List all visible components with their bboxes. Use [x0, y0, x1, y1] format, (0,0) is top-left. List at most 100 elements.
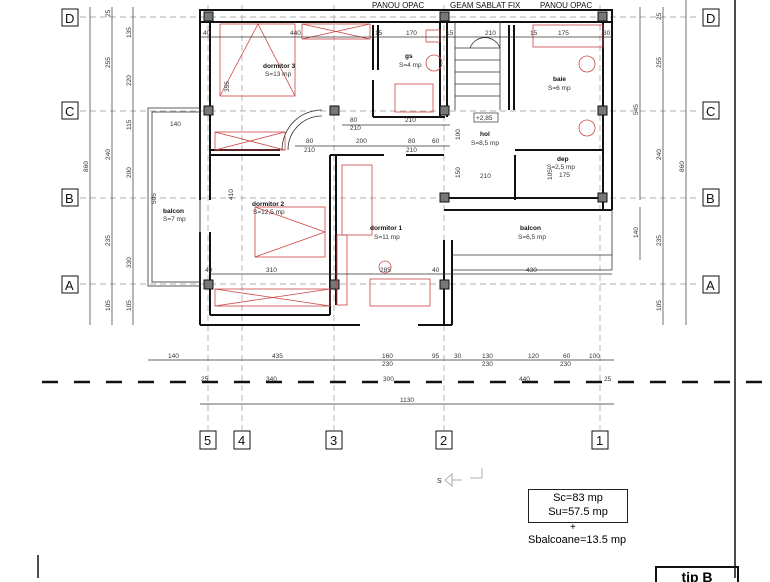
label-panou-opac-right: PANOU OPAC — [540, 1, 592, 10]
dim-text: 80 — [306, 138, 314, 145]
room-name: balcon — [163, 208, 184, 215]
grid-label-4: 4 — [238, 433, 245, 448]
dim-text: 30 — [603, 30, 611, 37]
dim-text: 210 — [350, 125, 361, 132]
dim-text: 310 — [266, 267, 277, 274]
grid-label-c-left: C — [65, 104, 74, 119]
dim-text: 120 — [528, 353, 539, 360]
room-area: S=8,5 mp — [471, 140, 499, 147]
balcony-right — [452, 210, 613, 271]
dim-text: 15 — [375, 30, 383, 37]
dim-text: 220 — [126, 75, 133, 86]
room-name: balcon — [520, 225, 541, 232]
dim-text: 40 — [203, 30, 211, 37]
dim-text: 235 — [656, 235, 663, 246]
room-name: dormitor 2 — [252, 201, 285, 208]
dim-text: 210 — [304, 147, 315, 154]
columns — [203, 11, 608, 290]
dim-text: 25 — [604, 376, 612, 383]
dim-text: 175 — [558, 30, 569, 37]
dim-text: 340 — [266, 376, 277, 383]
staircase — [454, 22, 501, 110]
dim-text: 40 — [432, 267, 440, 274]
dim-text: 200 — [126, 167, 133, 178]
dim-text: 80 — [350, 117, 358, 124]
dim-text: 105 — [547, 169, 554, 180]
dim-text: 130 — [482, 353, 493, 360]
room-name: baie — [553, 76, 566, 83]
room-name: gs — [405, 53, 413, 60]
room-area: S=12,5 mp — [253, 209, 285, 216]
dim-text: 105 — [656, 300, 663, 311]
dim-text: 15 — [530, 30, 538, 37]
area-summary-box: Sc=83 mp Su=57.5 mp — [528, 489, 628, 523]
dim-text: 15 — [446, 30, 454, 37]
grid-col-labels: 5 4 3 2 1 — [199, 430, 609, 450]
bottom-dimensions: 140 435 160 230 95 30 130 230 120 60 230… — [42, 353, 770, 405]
dim-text: 170 — [406, 30, 417, 37]
dim-text: 230 — [482, 361, 493, 368]
room-area: S=6 mp — [548, 85, 571, 92]
grid-label-3: 3 — [330, 433, 337, 448]
dim-text: 100 — [455, 129, 462, 140]
dim-text: 230 — [382, 361, 393, 368]
grid-row-labels: D C B A D C B A — [61, 8, 720, 294]
dim-text: 80 — [408, 138, 416, 145]
dim-text: 150 — [455, 167, 462, 178]
dim-text: 25 — [201, 376, 209, 383]
grid-label-2: 2 — [440, 433, 447, 448]
dim-text: 1130 — [400, 397, 414, 404]
grid-label-b-left: B — [65, 191, 74, 206]
label-geam-sablat: GEAM SABLAT FIX — [450, 1, 521, 10]
grid-label-d-right: D — [706, 11, 715, 26]
dim-text: 105 — [126, 300, 133, 311]
dim-text: 95 — [432, 353, 440, 360]
dim-text: 60 — [432, 138, 440, 145]
grid-label-c-right: C — [706, 104, 715, 119]
dim-text: 300 — [383, 376, 394, 383]
dim-text: 440 — [290, 30, 301, 37]
balcony-area: Sbalcoane=13.5 mp — [528, 534, 627, 546]
dim-text: 235 — [105, 235, 112, 246]
sc-area: Sc=83 mp — [553, 492, 603, 504]
dim-text: 255 — [105, 57, 112, 68]
dim-text: 210 — [405, 117, 416, 124]
level-mark: +2,85 — [476, 115, 493, 122]
label-panou-opac-left: PANOU OPAC — [372, 1, 424, 10]
dim-text: 410 — [228, 189, 235, 200]
dim-text: 200 — [356, 138, 367, 145]
furniture — [214, 23, 604, 307]
walls — [199, 9, 613, 326]
room-labels: dormitor 3 S=13 mp gs S=4 mp baie S=6 mp… — [163, 53, 575, 241]
title-block: tip B — [655, 566, 739, 582]
dim-text: 860 — [83, 161, 90, 172]
dim-text: 140 — [170, 121, 181, 128]
dim-text: 860 — [679, 161, 686, 172]
room-area: S=2,5 mp — [547, 164, 575, 171]
dim-text: 140 — [633, 227, 640, 238]
room-name: hol — [480, 131, 490, 138]
room-name: dormitor 1 — [370, 225, 403, 232]
room-area: S=11 mp — [374, 234, 400, 241]
left-dimensions: 860 25 255 240 235 105 135 220 115 200 3… — [83, 7, 158, 325]
dim-text: 30 — [454, 353, 462, 360]
grid-label-a-left: A — [65, 278, 74, 293]
dim-text: 175 — [559, 172, 570, 179]
room-area: S=7 mp — [163, 216, 186, 223]
dim-text: 140 — [168, 353, 179, 360]
dim-text: 435 — [272, 353, 283, 360]
summary-plus: + — [570, 522, 576, 533]
dim-text: 210 — [406, 147, 417, 154]
dim-text: 135 — [126, 27, 133, 38]
dim-text: 160 — [382, 353, 393, 360]
dim-text: 210 — [480, 173, 491, 180]
grid-label-1: 1 — [596, 433, 603, 448]
dim-text: 240 — [656, 149, 663, 160]
dim-text: 430 — [526, 267, 537, 274]
section-marker: S — [437, 468, 483, 487]
dim-text: 255 — [656, 57, 663, 68]
dim-text: 60 — [563, 353, 571, 360]
grid-lines — [80, 5, 700, 430]
curved-wall — [281, 109, 323, 151]
